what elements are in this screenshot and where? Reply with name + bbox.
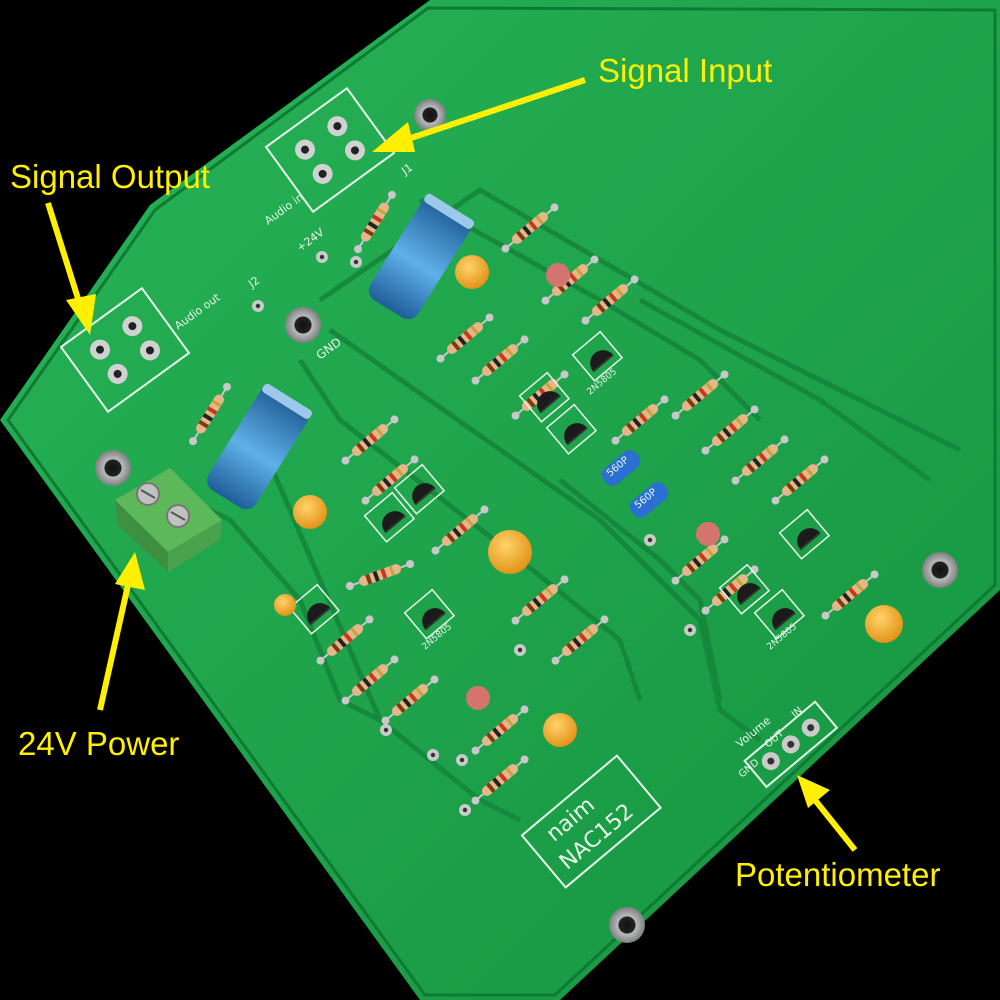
power-label: 24V Power — [18, 725, 180, 762]
potentiometer-label: Potentiometer — [735, 856, 941, 893]
power-terminal-block — [115, 468, 222, 572]
tantalum-capacitors — [274, 255, 903, 747]
electrolytic-capacitor — [206, 383, 313, 510]
annotation-arrows — [45, 77, 858, 852]
film-capacitors — [601, 450, 669, 518]
signal-input-label: Signal Input — [598, 52, 773, 89]
output-connector — [59, 286, 191, 414]
input-connector — [264, 86, 396, 214]
signal-output-label: Signal Output — [10, 158, 210, 195]
potentiometer-header — [743, 700, 839, 789]
electrolytic-capacitor — [368, 193, 475, 320]
